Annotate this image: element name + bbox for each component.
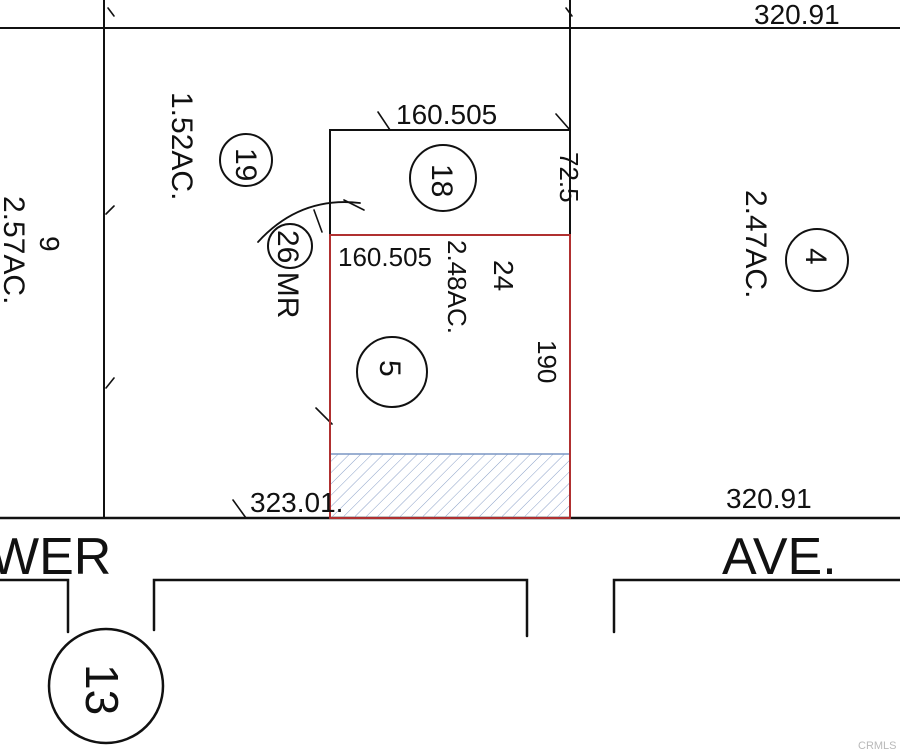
parcel-5-area: 2.48AC. — [442, 240, 472, 334]
dim-parcel18-top: 160.505 — [396, 99, 497, 130]
parcel-9-area: 2.57AC. — [0, 196, 30, 304]
parcel-outline — [329, 234, 571, 519]
parcel-19-area: 1.52AC. — [165, 92, 198, 200]
street-name-right: AVE. — [722, 528, 837, 586]
street-name-left: WER — [0, 528, 111, 586]
watermark: CRMLS — [858, 740, 897, 752]
dim-parcel5-side: 190 — [532, 340, 562, 383]
parcel-5-number: 5 — [373, 360, 406, 377]
parcel-circles — [47, 133, 849, 745]
parcel-4-number: 4 — [799, 248, 832, 265]
dim-top-right: 320.91 — [754, 0, 840, 30]
road-boundary — [0, 578, 900, 638]
dim-bottom-left: 323.01. — [250, 487, 343, 518]
parcel-26-label: 26 MR — [271, 230, 304, 318]
parcel-5-lot: 24 — [488, 260, 519, 291]
parcel-hatch-area — [330, 454, 570, 518]
parcel-19-number: 19 — [229, 148, 262, 181]
parcel-18-number: 18 — [425, 164, 458, 197]
parcel-9-number: 9 — [34, 236, 65, 252]
dim-parcel18-side: 72.5 — [554, 152, 584, 203]
dim-parcel5-top: 160.505 — [338, 242, 432, 272]
highlighted-parcel[interactable] — [329, 234, 571, 519]
dim-bottom-right: 320.91 — [726, 483, 812, 514]
parcel-4-area: 2.47AC. — [739, 190, 772, 298]
boundary-lines — [0, 0, 900, 520]
block-13-number: 13 — [76, 664, 128, 715]
